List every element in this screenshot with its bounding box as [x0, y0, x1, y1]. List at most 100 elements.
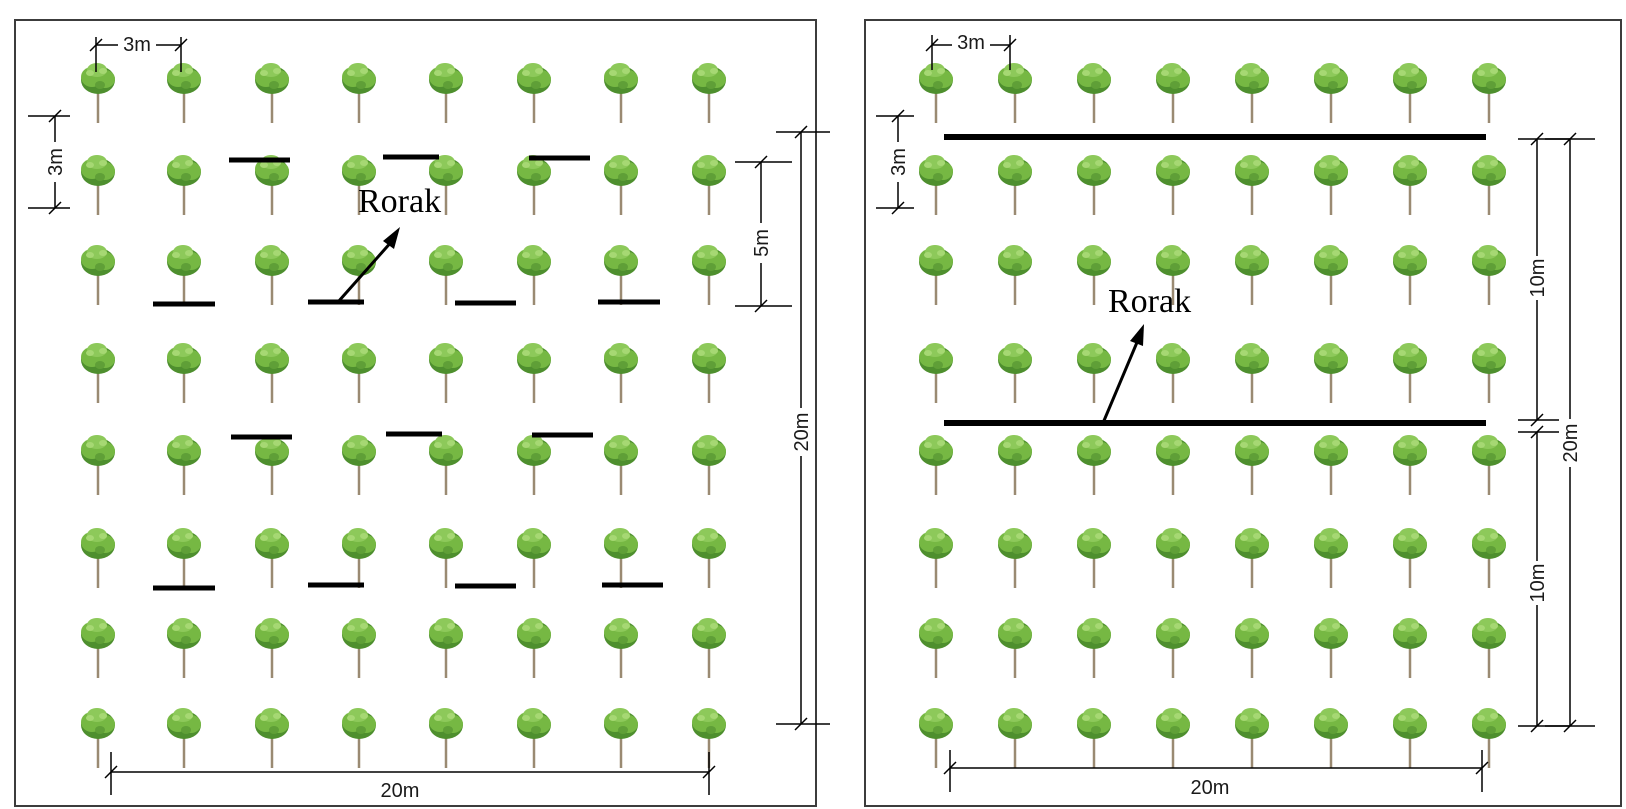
- tree-icon: [427, 526, 465, 590]
- left-tree-grid: [79, 61, 728, 770]
- left-height-label: 20m: [791, 413, 813, 452]
- left-rorak-gap-label: 5m: [751, 229, 773, 257]
- tree-icon: [1233, 243, 1271, 307]
- tree-icon: [1075, 243, 1113, 307]
- tree-icon: [602, 526, 640, 590]
- tree-icon: [917, 61, 955, 125]
- tree-icon: [1391, 526, 1429, 590]
- tree-icon: [917, 433, 955, 497]
- tree-icon: [515, 61, 553, 125]
- right-panel-frame: [864, 19, 1622, 807]
- tree-icon: [427, 243, 465, 307]
- tree-icon: [996, 61, 1034, 125]
- tree-icon: [1470, 61, 1508, 125]
- right-width-label: 20m: [1191, 777, 1230, 799]
- tree-icon: [1075, 433, 1113, 497]
- tree-icon: [1154, 433, 1192, 497]
- tree-icon: [1391, 706, 1429, 770]
- tree-icon: [79, 341, 117, 405]
- tree-icon: [253, 243, 291, 307]
- tree-icon: [1470, 341, 1508, 405]
- tree-icon: [1391, 341, 1429, 405]
- tree-icon: [1391, 616, 1429, 680]
- tree-icon: [165, 243, 203, 307]
- tree-icon: [917, 153, 955, 217]
- left-rorak-pits: [153, 154, 663, 591]
- tree-icon: [1470, 616, 1508, 680]
- tree-icon: [1233, 706, 1271, 770]
- tree-icon: [1233, 61, 1271, 125]
- left-rorak-annotation: Rorak: [336, 183, 441, 303]
- tree-icon: [690, 616, 728, 680]
- tree-icon: [515, 341, 553, 405]
- right-lower-gap-label: 10m: [1527, 564, 1549, 603]
- tree-icon: [996, 616, 1034, 680]
- tree-icon: [79, 61, 117, 125]
- tree-icon: [996, 433, 1034, 497]
- tree-icon: [1154, 616, 1192, 680]
- tree-icon: [340, 433, 378, 497]
- tree-icon: [1391, 61, 1429, 125]
- tree-icon: [602, 153, 640, 217]
- tree-icon: [1391, 243, 1429, 307]
- tree-icon: [917, 616, 955, 680]
- tree-icon: [515, 526, 553, 590]
- right-spacing-x-label: 3m: [957, 32, 985, 54]
- tree-icon: [515, 616, 553, 680]
- tree-icon: [1312, 243, 1350, 307]
- tree-icon: [917, 243, 955, 307]
- left-panel: Rorak 3m 3m: [14, 19, 830, 807]
- tree-icon: [340, 61, 378, 125]
- tree-icon: [340, 341, 378, 405]
- tree-icon: [1075, 706, 1113, 770]
- tree-icon: [515, 153, 553, 217]
- tree-icon: [602, 341, 640, 405]
- tree-icon: [1391, 433, 1429, 497]
- left-spacing-y-label: 3m: [45, 148, 67, 176]
- tree-icon: [427, 341, 465, 405]
- tree-icon: [1391, 153, 1429, 217]
- tree-icon: [515, 706, 553, 770]
- tree-icon: [1075, 61, 1113, 125]
- tree-icon: [1154, 61, 1192, 125]
- tree-icon: [996, 706, 1034, 770]
- tree-icon: [79, 526, 117, 590]
- tree-icon: [1312, 526, 1350, 590]
- tree-icon: [996, 243, 1034, 307]
- tree-icon: [165, 433, 203, 497]
- right-height-label: 20m: [1560, 424, 1582, 463]
- arrow-head-icon: [383, 227, 400, 249]
- tree-icon: [1233, 616, 1271, 680]
- tree-icon: [1312, 61, 1350, 125]
- tree-icon: [917, 341, 955, 405]
- tree-icon: [917, 706, 955, 770]
- tree-icon: [1312, 433, 1350, 497]
- tree-icon: [1312, 616, 1350, 680]
- right-panel: Rorak 3m 3m: [864, 19, 1622, 807]
- tree-icon: [1075, 153, 1113, 217]
- tree-icon: [427, 433, 465, 497]
- tree-icon: [165, 706, 203, 770]
- tree-icon: [340, 616, 378, 680]
- tree-icon: [1233, 433, 1271, 497]
- tree-icon: [515, 433, 553, 497]
- tree-icon: [1233, 153, 1271, 217]
- tree-icon: [515, 243, 553, 307]
- right-upper-gap-label: 10m: [1527, 259, 1549, 298]
- tree-icon: [690, 341, 728, 405]
- tree-icon: [340, 706, 378, 770]
- tree-icon: [165, 153, 203, 217]
- tree-icon: [340, 243, 378, 307]
- tree-icon: [996, 341, 1034, 405]
- tree-icon: [253, 526, 291, 590]
- tree-icon: [602, 243, 640, 307]
- tree-icon: [1470, 706, 1508, 770]
- right-rorak-annotation: Rorak: [1101, 283, 1191, 424]
- right-spacing-x-dimension: [925, 35, 1017, 70]
- right-width-dimension: [943, 750, 1489, 792]
- tree-icon: [1312, 341, 1350, 405]
- tree-icon: [340, 526, 378, 590]
- tree-icon: [79, 153, 117, 217]
- tree-icon: [165, 61, 203, 125]
